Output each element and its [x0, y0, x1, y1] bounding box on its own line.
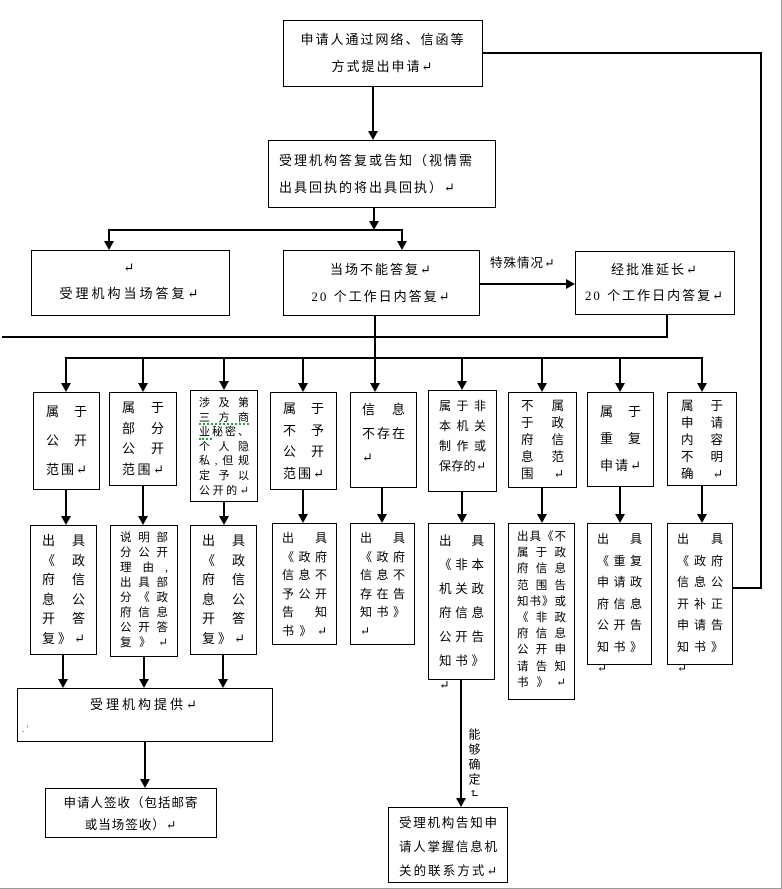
- arrowhead-drop-4: [298, 383, 308, 392]
- arrowhead-b5-i5: [377, 514, 387, 523]
- connector-split-bar: [109, 229, 403, 231]
- branch-partial-public: 属于 部分 公开 范围↵: [109, 392, 177, 486]
- issue-disclosure-reply-1: 出具 《政 府信 息公 开答 复》↵: [30, 525, 97, 655]
- arrowhead-special-case: [566, 279, 575, 289]
- arrowhead-i3-provide: [218, 679, 228, 688]
- branch-not-gov-info: 不属 于政 府信 息范 围↵: [508, 392, 577, 488]
- node-onspot-reply: ↵ 受理机构当场答复↵: [31, 250, 230, 316]
- spellcheck-underline: [199, 436, 212, 440]
- arrowhead-provide-sign: [140, 779, 150, 788]
- connector-drop-6: [461, 357, 463, 381]
- issue-not-exist-notice: 出具 《政府 信息不 存在告 知书》↵: [350, 523, 415, 645]
- connector-distribution-bar: [66, 357, 703, 359]
- arrowhead-drop-3: [219, 381, 229, 390]
- connector-loop-top: [482, 52, 762, 54]
- arrowhead-b6-i6: [457, 514, 467, 523]
- connector-drop-4: [302, 357, 304, 383]
- connector-special-case-stem: [480, 283, 569, 285]
- connector-drop-1: [65, 357, 67, 383]
- label-able-to-determine: 能够确定↵: [467, 728, 481, 802]
- arrowhead-i1-provide: [58, 679, 68, 688]
- connector-b6-i6: [461, 492, 463, 515]
- connector-b4-i4: [302, 490, 304, 515]
- connector-drop-8: [619, 357, 621, 383]
- arrowhead-drop-2: [138, 383, 148, 392]
- arrowhead-reply-split: [369, 221, 379, 230]
- arrowhead-drop-9: [697, 383, 707, 392]
- arrowhead-b9-i9: [697, 514, 707, 523]
- issue-correction-notice: 出具 《政府 信息公 开补正 申请告 知书》↵: [667, 523, 733, 675]
- node-apply: 申请人通过网络、信函等 方式提出申请↵: [283, 20, 483, 87]
- spellcheck-underline: [199, 421, 249, 425]
- branch-non-disclosure: 属于 不予 公开 范围↵: [270, 392, 337, 490]
- connector-drop-3: [223, 357, 225, 381]
- connector-b3-i3: [223, 502, 225, 517]
- connector-b1-i1: [65, 490, 67, 517]
- connector-apply-reply-stem: [372, 87, 374, 131]
- issue-non-disclosure-notice: 出具 《政府 信息不 予公开 告知 书》↵: [272, 523, 337, 645]
- connector-loop-bottom: [733, 587, 762, 589]
- connector-b8-i8: [619, 487, 621, 515]
- connector-split-delayed-stem: [401, 229, 403, 241]
- node-inform-contact: 受理机构告知申 请人掌握信息机 关的联系方式↵: [388, 807, 508, 883]
- arrowhead-drop-8: [615, 383, 625, 392]
- arrowhead-b2-i2: [138, 516, 148, 525]
- arrowhead-apply-reply: [368, 131, 378, 140]
- connector-drop-9: [701, 357, 703, 383]
- connector-merge-bar: [2, 336, 667, 338]
- branch-public-scope: 属于 公开 范围↵: [33, 392, 100, 490]
- arrowhead-drop-6: [457, 381, 467, 390]
- label-special-case: 特殊情况↵: [490, 256, 556, 270]
- arrowhead-drop-1: [61, 383, 71, 392]
- node-sign: 申请人签收（包括邮寄 或当场签收）↵: [45, 788, 217, 838]
- issue-repeat-notice: 出具 《重复 申请政 府信息 公开告 知书》↵: [587, 523, 652, 675]
- connector-i2-provide: [143, 657, 145, 680]
- connector-reply-split-stem: [373, 208, 375, 222]
- node-provide: 受理机构提供↵: [17, 688, 273, 742]
- issue-not-this-agency-notice: 出具 《非本 机关政 府信息 公开告 知书》↵: [428, 523, 495, 692]
- arrowhead-drop-7: [537, 383, 547, 392]
- connector-b7-i7: [541, 488, 543, 515]
- branch-info-not-exist: 信息 不存在↵: [350, 392, 417, 488]
- connector-i1-provide: [62, 655, 64, 680]
- branch-third-party-secret: 涉及第 三方商 业秘密、 个人隐 私,但规 定予以 公开的↵: [190, 390, 258, 502]
- node-reply-or-inform: 受理机构答复或告知（视情需 出具回执的将出具回执）↵: [268, 140, 496, 208]
- node-extended-reply: 经批准延长↵ 20 个工作日内答复↵: [575, 251, 735, 315]
- connector-i3-provide: [222, 655, 224, 680]
- branch-unclear-content: 属于 申请 内容 不明 确↵: [667, 392, 737, 486]
- connector-drop-7: [541, 357, 543, 383]
- connector-split-onspot-stem: [108, 229, 110, 241]
- connector-i6-inform: [460, 680, 462, 799]
- arrowhead-i2-provide: [139, 679, 149, 688]
- issue-partial-disclosure-reply: 说明部 分公开 理由, 出具部 分《政 府信息 公开答 复》↵: [110, 525, 178, 657]
- arrowhead-split-delayed: [397, 241, 407, 250]
- node-delayed-reply: 当场不能答复↵ 20 个工作日内答复↵: [283, 250, 480, 316]
- arrowhead-b4-i4: [298, 514, 308, 523]
- connector-extended-down: [666, 315, 668, 338]
- stray-mark: . ': [22, 724, 29, 734]
- connector-b5-i5: [381, 488, 383, 515]
- connector-loop-right: [760, 52, 762, 589]
- arrowhead-b7-i7: [537, 514, 547, 523]
- issue-disclosure-reply-2: 出具 《政 府信 息公 开答 复》↵: [190, 525, 257, 655]
- connector-drop-2: [142, 357, 144, 383]
- arrowhead-b1-i1: [61, 516, 71, 525]
- branch-repeat-application: 属于 重复 申请↵: [587, 392, 654, 487]
- arrowhead-i6-inform: [456, 798, 466, 807]
- arrowhead-split-onspot: [104, 241, 114, 250]
- branch-not-this-agency: 属于非 本机关 制作或 保存的↵: [428, 390, 497, 492]
- arrowhead-b3-i3: [219, 516, 229, 525]
- arrowhead-b8-i8: [615, 514, 625, 523]
- issue-not-gov-info-notice: 出具《不 属于政 府信息 范围告 知书》或 《非政 府信息 公开申 请告知 书》…: [508, 523, 575, 700]
- connector-provide-sign: [144, 742, 146, 780]
- arrowhead-delayed-to-branch: [370, 383, 380, 392]
- connector-delayed-down-stem: [374, 316, 376, 383]
- connector-b9-i9: [701, 486, 703, 515]
- connector-b2-i2: [142, 486, 144, 517]
